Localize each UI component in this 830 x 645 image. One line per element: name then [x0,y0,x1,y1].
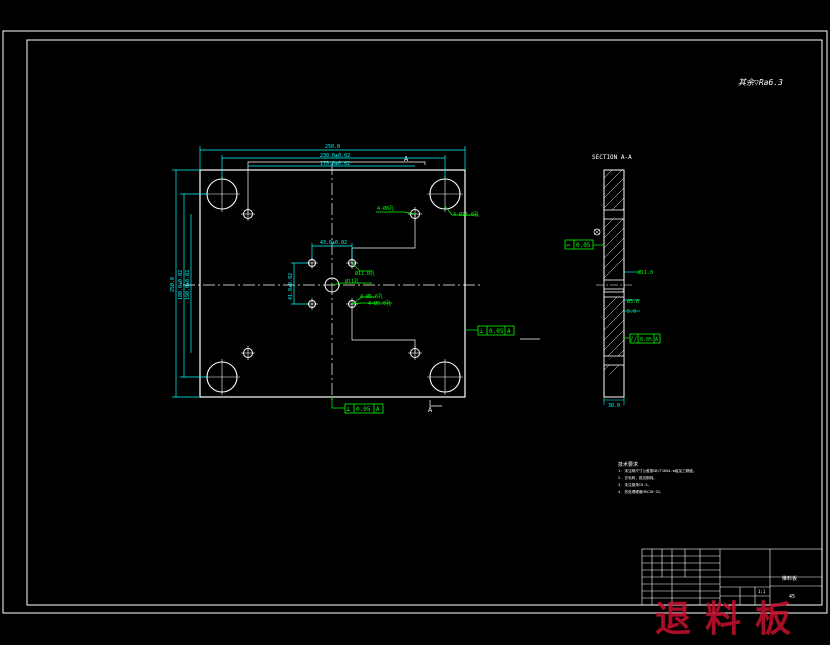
section-path-right [351,214,416,263]
flatness-symbol: ▱ [566,241,571,249]
callout-center-b: Ø11孔 [345,278,359,285]
tol-bottom-datum: A [376,406,380,413]
section-path-lower [351,304,416,353]
section-mark-top: A [404,155,409,163]
note-line-3: 3. 未注倒角C0.5。 [618,482,651,487]
section-mark-bottom: A [428,406,433,414]
tol-right-symbol: ⊥ [479,327,483,335]
vertical-dimensions [172,169,308,398]
plate-outline [199,169,466,398]
tol-bottom-value: 0.05 [356,406,371,413]
inner-border [26,39,823,606]
parallel-value: 0.05 [640,337,652,343]
dim-height-b: 190.0±0.02 [185,270,191,300]
dim-overall-height: 250.0 [170,277,176,292]
section-dim-c: 5.0 [627,309,636,315]
callout-center-a: Ø11.0孔 [355,270,375,277]
section-dim-a: Ø11.0 [638,269,653,276]
flatness-value: 0.05 [576,242,591,249]
flatness-frame: ▱ 0.05 [564,239,604,250]
parallel-datum: A [655,337,658,343]
section-path [247,161,426,214]
callout-small-holes: 4-Ø8孔 [377,205,394,212]
dim-width-b: 170.0±0.02 [320,161,350,167]
section-hatch [603,169,625,375]
title-block-name: 推料板 [782,575,797,582]
tol-right-value: 0.05 [489,328,504,335]
dim-height-a: 180.0±0.02 [178,270,184,300]
notes-title: 技术要求 [618,461,638,468]
title-block-material: 45 [789,594,795,600]
small-holes [243,209,420,358]
section-path-bottom [429,400,442,407]
note-line-1: 1. 未注明尺寸公差按GB/T1804-m级加工精度。 [618,468,696,473]
dim-overall-width: 250.0 [325,144,340,150]
roughness-note: 其余▽Ra6.3 [738,78,783,87]
callout-large-holes: 4-Ø15.0孔 [453,211,479,218]
technical-notes: 技术要求 1. 未注明尺寸公差按GB/T1804-m级加工精度。 2. 去毛刺，… [618,461,696,494]
title-block [641,548,823,606]
note-line-4: 4. 热处理硬度HRC28~32。 [618,489,663,494]
section-thickness: 30.0 [608,403,620,409]
note-line-2: 2. 去毛刺，锐边倒钝。 [618,475,657,480]
tol-right-datum: A [507,328,511,335]
section-dim-b: Ø5.6 [627,298,639,305]
horizontal-dimensions [199,146,466,259]
callout-center-c: 4-Ø5.6孔 [360,293,383,300]
tolerance-frame-right: ⊥ 0.05 A [465,325,540,340]
parallel-symbol: // [630,336,638,343]
dim-center-h: 41.0±0.02 [288,273,294,300]
tol-bottom-symbol: ⊥ [346,405,350,413]
datum-marker [593,228,601,236]
callout-center-d: 4-Ø5.0孔 [368,300,391,307]
outer-border [2,30,828,614]
dim-width-a: 230.0±0.02 [320,153,350,159]
parallel-frame: // 0.05 A [624,333,661,344]
tolerance-frame-bottom: ⊥ 0.05 A [331,397,384,414]
section-view: SECTION A-A ▱ [564,154,661,409]
dim-center-w: 43.0±0.02 [320,240,347,246]
title-block-scale: 1:1 [758,589,766,594]
watermark-text: 退料板 [655,598,806,640]
section-title: SECTION A-A [592,154,632,161]
plan-view: A A 250.0 230.0±0.02 170.0±0.02 43.0±0.0… [170,144,540,414]
center-hole [324,277,340,293]
